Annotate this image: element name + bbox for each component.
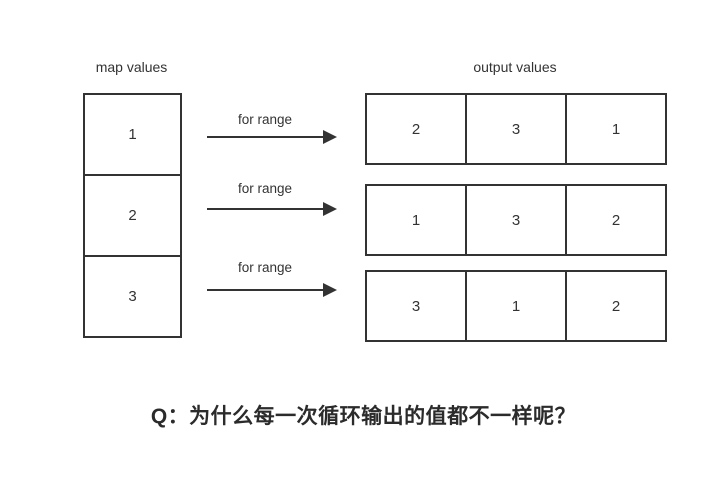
for-range-label-1: for range [237, 112, 293, 127]
map-values-label: map values [95, 59, 168, 75]
for-range-label-2: for range [237, 181, 293, 196]
output-row-3: 3 1 2 [365, 270, 667, 342]
output-values-label: output values [473, 59, 557, 75]
for-range-arrow-1 [207, 130, 337, 144]
output-cell: 2 [367, 95, 467, 163]
map-values-stack: 1 2 3 [83, 93, 182, 338]
output-cell: 2 [611, 211, 621, 229]
output-row-1: 2 3 1 [365, 93, 667, 165]
for-range-arrow-2 [207, 202, 337, 216]
output-row-2: 1 3 2 [365, 184, 667, 256]
arrow-head-icon [323, 202, 337, 216]
output-cell: 2 [611, 297, 621, 315]
output-cell: 1 [467, 272, 567, 340]
map-cell-1: 1 [85, 95, 180, 176]
arrow-head-icon [323, 283, 337, 297]
map-cell-2: 2 [85, 176, 180, 257]
output-cell: 3 [467, 95, 567, 163]
arrow-shaft [207, 136, 326, 138]
output-cell: 1 [367, 186, 467, 254]
output-cell: 3 [367, 272, 467, 340]
arrow-head-icon [323, 130, 337, 144]
for-range-label-3: for range [237, 260, 293, 275]
arrow-shaft [207, 289, 326, 291]
output-cell: 3 [467, 186, 567, 254]
for-range-arrow-3 [207, 283, 337, 297]
arrow-shaft [207, 208, 326, 210]
question-text: Q：为什么每一次循环输出的值都不一样呢？ [150, 405, 577, 428]
map-cell-3: 3 [128, 288, 137, 305]
output-cell: 1 [611, 120, 621, 138]
